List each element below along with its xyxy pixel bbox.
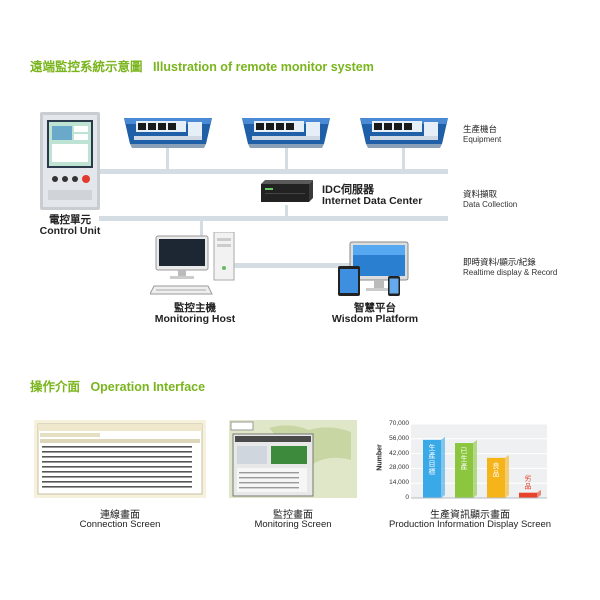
idc-label-zh: IDC伺服器: [322, 184, 374, 196]
monitoring-screen-thumbnail: [229, 420, 357, 498]
machine-3-icon: [360, 118, 448, 148]
y-tick-label: 14,000: [389, 479, 409, 487]
control-connector-2: [99, 216, 119, 221]
chart-plot-area: 生產目標 已生產良品劣品: [411, 423, 547, 499]
bar-category-label: 已生產: [461, 447, 468, 471]
chart-bar-side: [473, 440, 477, 498]
monitoring-screen-label-en: Monitoring Screen: [254, 519, 332, 530]
operation-title-zh: 操作介面: [30, 380, 81, 394]
equipment-bus-line: [118, 169, 448, 174]
y-tick-label: 56,000: [389, 434, 409, 442]
remote-section-title: 遠端監控系統示意圖 Illustration of remote monitor…: [30, 56, 374, 75]
equipment-label-en: Equipment: [463, 135, 502, 144]
bar-category-label: 劣品: [525, 474, 532, 491]
control-unit-label-zh: 電控單元: [49, 214, 91, 226]
control-unit-icon: [40, 112, 100, 210]
bar-category-label: 生產目標: [429, 443, 436, 476]
equipment-label-zh: 生產機台: [463, 124, 498, 134]
data-collection-label-en: Data Collection: [463, 200, 518, 209]
y-tick-label: 28,000: [389, 464, 409, 472]
monitoring-host-icon: [150, 232, 235, 295]
production-screen-label-zh: 生產資訊顯示畫面: [430, 510, 510, 521]
data-bus-line: [118, 216, 448, 221]
wisdom-platform-icon: [338, 241, 409, 296]
connection-screen-thumbnail: [34, 420, 206, 498]
y-tick-label: 0: [405, 494, 409, 501]
idc-server-icon: [261, 180, 313, 202]
monitoring-host-label-zh: 監控主機: [174, 302, 216, 314]
connector-1: [166, 148, 169, 170]
wisdom-platform-label-en: Wisdom Platform: [331, 313, 419, 325]
control-unit-label-en: Control Unit: [39, 225, 101, 237]
realtime-label-en: Realtime display & Record: [463, 268, 558, 277]
machine-1-icon: [124, 118, 212, 148]
y-tick-label: 70,000: [389, 420, 409, 427]
remote-title-zh: 遠端監控系統示意圖: [30, 60, 143, 74]
operation-section-title: 操作介面 Operation Interface: [30, 376, 205, 395]
monitoring-screen-label-zh: 監控畫面: [273, 510, 313, 521]
connection-screen-label-en: Connection Screen: [79, 519, 161, 530]
operation-title-en: Operation Interface: [90, 380, 206, 394]
machine-2-icon: [242, 118, 330, 148]
chart-bar-side: [505, 454, 509, 498]
realtime-label-zh: 即時資料/顯示/紀錄: [463, 257, 536, 267]
data-collection-label-zh: 資料擷取: [463, 189, 498, 199]
bar-category-label: 良品: [493, 461, 500, 478]
host-connector: [200, 219, 203, 243]
wisdom-platform-label-zh: 智慧平台: [354, 302, 396, 314]
connector-2: [285, 148, 288, 170]
y-tick-label: 42,000: [389, 449, 409, 457]
chart-bar: [423, 439, 441, 498]
idc-connector: [285, 205, 288, 217]
realtime-bus-line: [230, 263, 360, 268]
chart-bar: [487, 457, 505, 498]
chart-bar: [519, 492, 537, 498]
chart-bar-side: [441, 436, 445, 498]
idc-label-en: Internet Data Center: [322, 195, 423, 207]
connection-screen-label-zh: 連線畫面: [100, 510, 140, 521]
production-screen-label-en: Production Information Display Screen: [388, 519, 552, 530]
monitoring-host-label-en: Monitoring Host: [154, 313, 236, 325]
remote-title-en: Illustration of remote monitor system: [152, 60, 374, 74]
control-connector: [99, 169, 119, 174]
chart-bar-side: [537, 489, 541, 498]
connector-3: [402, 148, 405, 170]
chart-bar: [455, 443, 473, 498]
